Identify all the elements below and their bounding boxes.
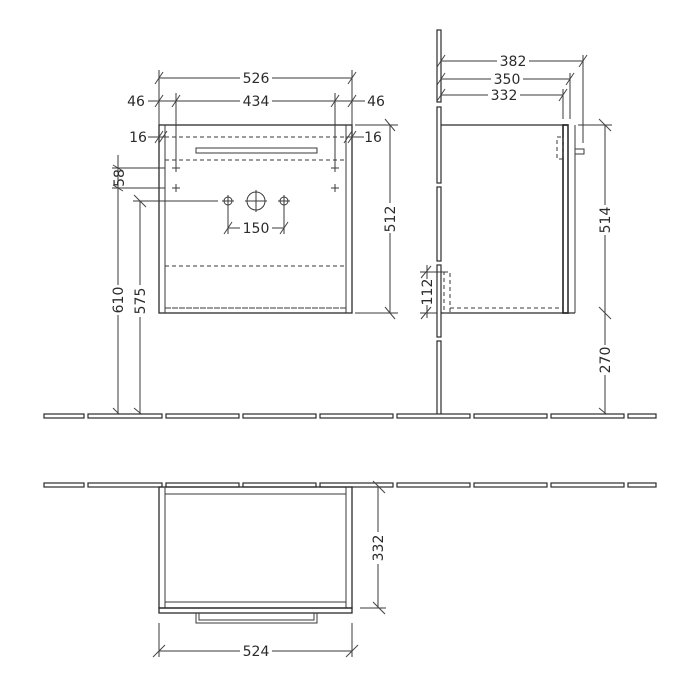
drawer-handle <box>195 147 318 154</box>
wall-horizontal <box>43 482 657 488</box>
dim-floor-to-top: 610 <box>111 287 127 314</box>
dim-hole-spacing-vertical: 58 <box>112 169 128 187</box>
dim-tap-hole-spacing: 150 <box>243 221 270 237</box>
side-view: 382 350 332 514 270 112 <box>420 29 614 419</box>
dim-inner-span: 434 <box>243 94 270 110</box>
dim-right-offset: 46 <box>367 94 385 110</box>
tap-holes <box>222 190 290 212</box>
dim-front-height: 512 <box>383 206 399 233</box>
cabinet-plan-outline <box>158 486 353 609</box>
drawer-dashed-outline <box>164 159 347 309</box>
handle-side <box>556 136 564 160</box>
dim-plan-depth: 332 <box>371 535 387 562</box>
wall-vertical <box>436 29 442 416</box>
top-view: 332 524 <box>43 480 657 660</box>
dim-bottom-offset: 112 <box>420 279 436 306</box>
dim-floor-clearance: 270 <box>598 347 614 374</box>
front-panel-side <box>562 124 569 314</box>
front-view: 526 434 46 46 16 16 58 <box>110 70 399 419</box>
dim-depth-overall: 382 <box>500 54 527 70</box>
dim-left-panel: 16 <box>129 130 147 146</box>
dim-side-height: 514 <box>598 207 614 234</box>
dim-left-offset: 46 <box>127 94 145 110</box>
dim-depth-350: 350 <box>494 72 521 88</box>
mounting-points <box>172 164 339 192</box>
dim-overall-width: 526 <box>243 71 270 87</box>
dim-plan-width: 524 <box>243 644 270 660</box>
dim-right-panel: 16 <box>364 130 382 146</box>
dim-floor-to-holes: 575 <box>133 288 149 315</box>
floor-line <box>43 413 657 419</box>
handle-plan <box>195 613 318 624</box>
cabinet-front-outline <box>158 124 353 314</box>
dim-depth-332: 332 <box>491 88 518 104</box>
